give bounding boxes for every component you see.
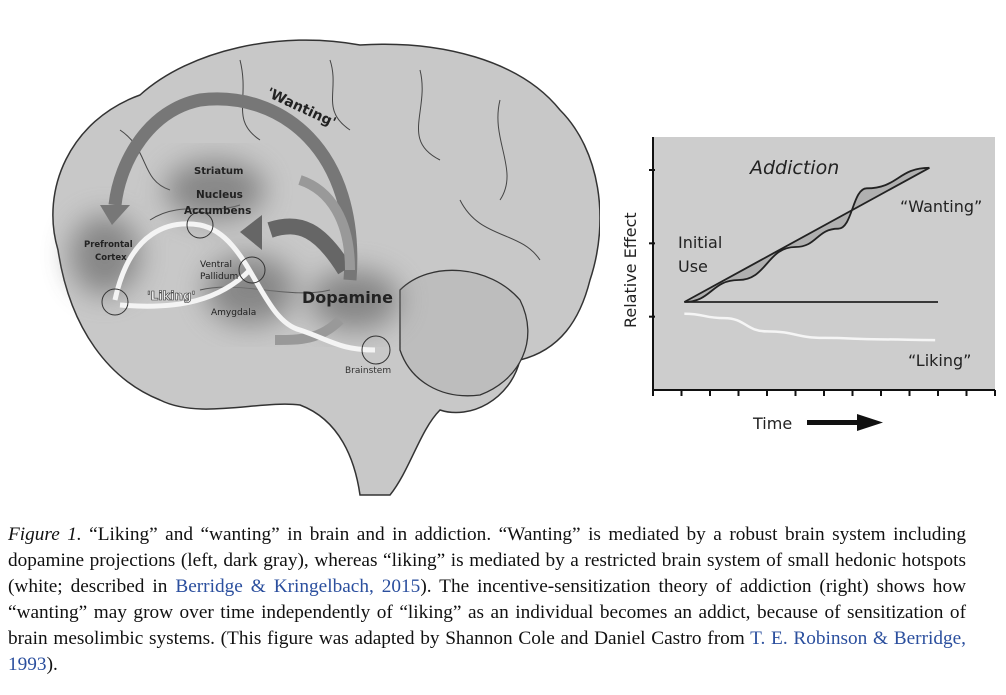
chart-title: Addiction	[748, 157, 839, 179]
label-pfc: Prefrontal	[84, 240, 133, 250]
time-arrow-icon	[807, 414, 883, 431]
label-ventral: Ventral	[200, 260, 232, 270]
citation-link[interactable]: T. E. Robinson & Berridge, 1993	[8, 628, 967, 675]
label-cortex: Cortex	[95, 253, 127, 263]
caption-label: Figure 1.	[8, 524, 82, 545]
label-accumbens: Accumbens	[184, 205, 251, 217]
annotation-wanting: “Wanting”	[900, 197, 982, 216]
label-liking: 'Liking'	[147, 289, 195, 303]
figure-caption: Figure 1. “Liking” and “wanting” in brai…	[8, 522, 966, 678]
label-nucleus: Nucleus	[196, 189, 243, 201]
annotation-initial: Initial	[678, 233, 722, 252]
brain-illustration: 'Wanting' Striatum Nucleus Accumbens Pre…	[52, 39, 600, 496]
annotation-use: Use	[678, 257, 708, 276]
label-amygdala: Amygdala	[211, 308, 256, 318]
series-line-wanting-linear	[683, 167, 930, 303]
label-brainstem: Brainstem	[345, 366, 391, 376]
series-line-wanting-sigmoid	[684, 166, 930, 303]
caption-text: ).	[46, 654, 58, 675]
label-pallidum: Pallidum	[200, 272, 238, 282]
plot-area	[653, 137, 995, 390]
annotation-liking: “Liking”	[908, 351, 971, 370]
x-axis-label: Time	[752, 414, 792, 433]
label-dopamine: Dopamine	[302, 288, 393, 307]
addiction-chart: Addiction Initial Use “Wanting” “Liking”…	[621, 137, 996, 433]
caption-text: “Liking” and “wanting” in brain and in a…	[8, 524, 966, 597]
wanting-arrow	[108, 92, 358, 281]
y-axis-label: Relative Effect	[621, 212, 640, 328]
series-line-liking	[684, 312, 936, 342]
citation-link[interactable]: Berridge & Kringelbach, 2015	[175, 576, 421, 597]
cerebellum	[399, 269, 529, 397]
liking-path	[112, 221, 376, 353]
caption-text: ). The incentive-sensitization theory of…	[8, 576, 967, 649]
label-striatum: Striatum	[194, 166, 243, 177]
